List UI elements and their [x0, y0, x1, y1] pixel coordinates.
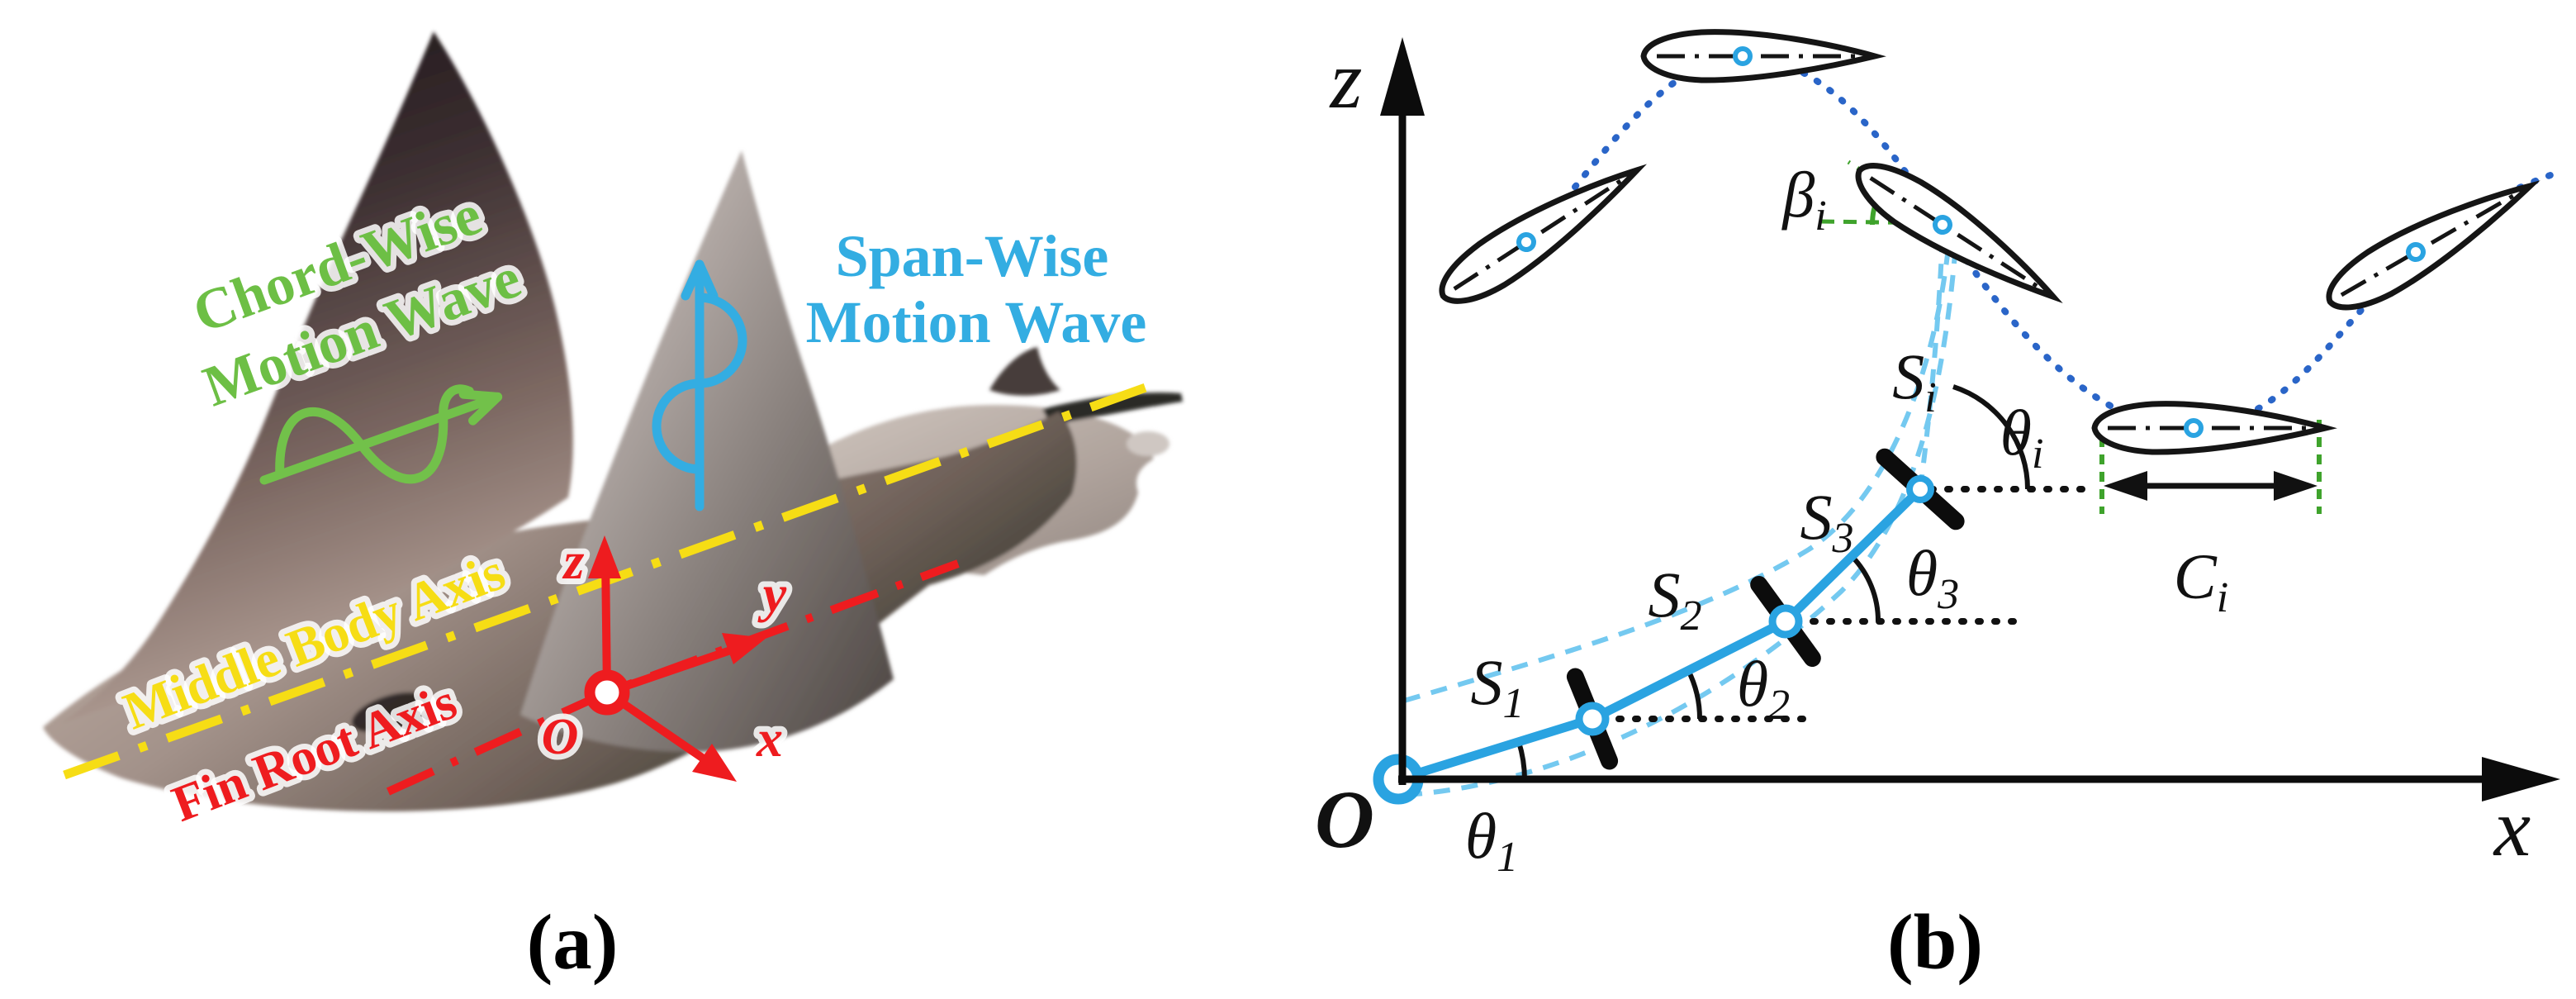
span-wise-label: Span-Wise Motion Wave — [800, 217, 1153, 361]
x-axis-arrow-icon — [605, 688, 723, 774]
chord-label: Ci — [2174, 540, 2228, 621]
airfoil-section — [1430, 150, 1650, 316]
ray-left-fin — [59, 31, 573, 724]
ray-eye-spot — [351, 692, 429, 733]
chord-measure — [2099, 420, 2322, 514]
airfoil-section — [1847, 150, 2067, 316]
x-axis-arrowhead-icon — [2482, 757, 2560, 802]
segment-label-si: Si — [1892, 340, 1936, 421]
ray-center-fin — [520, 150, 894, 753]
segment-label-s3: S3 — [1800, 481, 1854, 562]
x-axis-arrowhead-icon — [692, 744, 737, 782]
angle-label-theta2: θ2 — [1737, 648, 1790, 729]
angle-reference-lines — [1599, 486, 2087, 722]
segment-label-s1: S1 — [1471, 646, 1525, 727]
ray-eye-spot-inner — [401, 712, 434, 732]
beta-angle-label: βi — [1781, 159, 1826, 240]
z-axis-label: z — [1329, 34, 1363, 126]
span-wise-wave-arrow-icon — [652, 259, 747, 511]
airfoil-section — [1644, 32, 1875, 80]
x-axis-label: x — [2493, 782, 2531, 873]
airfoil-sections — [1430, 32, 2542, 452]
fin-ray-chain — [1397, 486, 1924, 784]
segment-label-s2: S2 — [1649, 559, 1702, 640]
angle-label-theta3: θ3 — [1906, 537, 1959, 618]
joint — [1575, 702, 1610, 736]
segment-i-dashed-extension — [1918, 235, 1945, 490]
body-frame-origin-marker — [584, 669, 630, 716]
airfoil-section — [2094, 404, 2326, 452]
body-frame — [584, 535, 766, 782]
caption-b: (b) — [1887, 898, 1983, 986]
wave-trajectory — [1519, 52, 2554, 432]
panel-a-photo: Chord-Wise Motion Wave Span-Wise Motion … — [43, 31, 1183, 839]
svg-text:O: O — [542, 709, 579, 765]
chord-wise-wave-arrow-icon — [259, 384, 503, 485]
svg-text:Span-Wise: Span-Wise — [836, 223, 1109, 289]
angle-label-thetai: θi — [2000, 397, 2044, 478]
origin-label: O — [1315, 773, 1374, 865]
z-axis-arrowhead-icon — [1380, 37, 1425, 116]
svg-text:Motion Wave: Motion Wave — [806, 289, 1147, 355]
caption-a: (a) — [527, 898, 619, 986]
svg-text:x: x — [756, 709, 783, 768]
joint — [1906, 475, 1934, 503]
svg-text:z: z — [562, 531, 585, 590]
y-axis-arrowhead-icon — [722, 633, 766, 664]
ray-illustration — [43, 31, 1183, 812]
ray-tail-tip — [1127, 431, 1169, 456]
angle-label-theta1: θ1 — [1465, 800, 1518, 881]
ray-tail — [1042, 392, 1183, 425]
fin-envelope-curves — [1403, 235, 1958, 797]
diagram-axes — [1380, 37, 2560, 802]
panel-b-diagram: z x O S1 S2 S3 Si θ1 θ2 θ3 θi βi Ci — [1315, 32, 2560, 881]
joint — [1768, 604, 1803, 639]
airfoil-section — [2317, 165, 2542, 323]
ray-dorsal-fin — [989, 347, 1060, 396]
z-axis-arrowhead-icon — [588, 535, 621, 578]
y-axis-arrow-icon — [605, 640, 749, 697]
